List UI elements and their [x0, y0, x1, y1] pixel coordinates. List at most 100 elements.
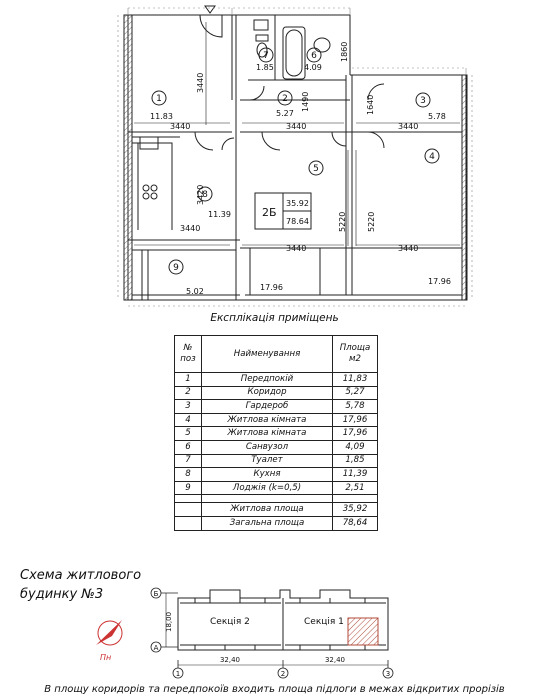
row-no: 8: [174, 467, 202, 482]
row-area: 5,78: [332, 399, 378, 414]
section-2-label: Секція 2: [210, 617, 250, 627]
row-no: 5: [174, 426, 202, 441]
table-row: 8 Кухня 11,39: [174, 467, 378, 482]
axis-label: Б: [154, 590, 159, 598]
row-no: 2: [174, 385, 202, 401]
row-area: 17,96: [332, 412, 378, 428]
dimension-label-vertical: 1490: [301, 92, 310, 112]
axis-label: 3: [386, 670, 390, 678]
apartment-type: 2Б: [262, 206, 277, 219]
room-area: 5.02: [186, 287, 204, 296]
scheme-title-line1: Схема житлового: [20, 568, 142, 583]
row-area: 11,39: [332, 467, 378, 482]
table-row: 5 Житлова кімната 17,96: [174, 426, 378, 441]
dimension-label: 3440: [170, 122, 190, 131]
room-area: 11.83: [150, 112, 173, 121]
row-area: 4,09: [332, 439, 378, 455]
row-name: Кухня: [201, 467, 333, 482]
dimension-label: 3440: [286, 122, 306, 131]
total-name: Житлова площа: [201, 502, 333, 517]
row-area: 1,85: [332, 453, 378, 469]
dimension-left: 32,40: [220, 656, 240, 664]
dimension-label-vertical: 1640: [366, 95, 375, 115]
room-area-17-96: 17.96: [428, 277, 451, 286]
header-name: Найменування: [201, 335, 333, 373]
table-row: 2 Коридор 5,27: [174, 385, 378, 401]
row-name: Туалет: [201, 453, 333, 469]
room-area: 5.78: [428, 112, 446, 121]
dimension-right: 32,40: [325, 656, 345, 664]
room-number: 4: [429, 152, 435, 162]
dimension-label-vertical: 3420: [196, 185, 205, 205]
row-no: 7: [174, 453, 202, 469]
table-row: 1 Передпокій 11,83: [174, 372, 378, 387]
section-1-label: Секція 1: [304, 617, 344, 627]
row-name: Лоджія (k=0,5): [201, 480, 333, 496]
dimension-label: 3440: [398, 122, 418, 131]
row-no: 9: [174, 480, 202, 496]
apartment-living-area: 35.92: [286, 199, 309, 208]
room-area: 5.27: [276, 109, 294, 118]
floor-plan: 1 2 3 4 5 6 7 8 9 11.83 5.27 5.78 4.09 1…: [117, 5, 473, 307]
total-name: Загальна площа: [201, 515, 333, 531]
row-no: 4: [174, 412, 202, 428]
row-name: Коридор: [201, 385, 333, 401]
table-total-row: Житлова площа 35,92: [174, 502, 378, 517]
table-row: 9 Лоджія (k=0,5) 2,51: [174, 480, 378, 496]
room-area: 1.85: [256, 63, 274, 72]
dimension-label-vertical: 5220: [367, 212, 376, 232]
dimension-label-vertical: 5220: [338, 212, 347, 232]
row-name: Житлова кімната: [201, 412, 333, 428]
dimension-label-vertical: 1860: [340, 42, 349, 62]
header-area: Площа м2: [332, 335, 378, 373]
explication-caption: Експлікація приміщень: [210, 312, 339, 324]
table-total-row: Загальна площа 78,64: [174, 515, 378, 531]
axis-label: А: [154, 644, 159, 652]
axis-label: 1: [176, 670, 180, 678]
north-label: Пн: [100, 653, 111, 662]
room-number: 6: [311, 51, 317, 61]
axis-label: 2: [281, 670, 285, 678]
dimension-label: 3440: [286, 244, 306, 253]
table-header-row: № поз Найменування Площа м2: [174, 335, 378, 373]
row-no: 1: [174, 372, 202, 387]
north-arrow-icon: [96, 620, 123, 646]
room-number: 5: [313, 164, 319, 174]
row-no: 6: [174, 439, 202, 455]
room-number: 3: [420, 96, 426, 106]
table-row: 7 Туалет 1,85: [174, 453, 378, 469]
footnote: В площу коридорів та передпокоїв входить…: [44, 684, 505, 695]
room-number: 1: [156, 94, 162, 104]
room-number: 9: [173, 263, 179, 273]
apartment-total-area: 78.64: [286, 217, 309, 226]
room-area: 11.39: [208, 210, 231, 219]
scheme-title: Схема житлового будинку №3: [20, 566, 141, 604]
table-row: 4 Житлова кімната 17,96: [174, 412, 378, 428]
dimension-height: 18,00: [165, 612, 173, 632]
header-no: № поз: [174, 335, 202, 373]
table-spacer-row: [174, 494, 378, 503]
room-number: 2: [282, 94, 288, 104]
entrance-marker: [204, 5, 216, 14]
room-area: 4.09: [304, 63, 322, 72]
row-name: Передпокій: [201, 372, 333, 387]
room-number: 7: [263, 51, 269, 61]
room-area-17-96: 17.96: [260, 283, 283, 292]
dimension-label-vertical: 3440: [196, 73, 205, 93]
dimension-label: 3440: [180, 224, 200, 233]
row-name: Житлова кімната: [201, 426, 333, 441]
row-area: 11,83: [332, 372, 378, 387]
row-name: Санвузол: [201, 439, 333, 455]
row-no: 3: [174, 399, 202, 414]
table-row: 3 Гардероб 5,78: [174, 399, 378, 414]
table-row: 6 Санвузол 4,09: [174, 439, 378, 455]
row-name: Гардероб: [201, 399, 333, 414]
dimension-label: 3440: [398, 244, 418, 253]
total-area: 35,92: [332, 502, 378, 517]
row-area: 5,27: [332, 385, 378, 401]
row-area: 2,51: [332, 480, 378, 496]
scheme-title-line2: будинку №3: [20, 587, 104, 602]
row-area: 17,96: [332, 426, 378, 441]
total-area: 78,64: [332, 515, 378, 531]
explication-table: № поз Найменування Площа м2 1 Передпокій…: [174, 335, 378, 531]
